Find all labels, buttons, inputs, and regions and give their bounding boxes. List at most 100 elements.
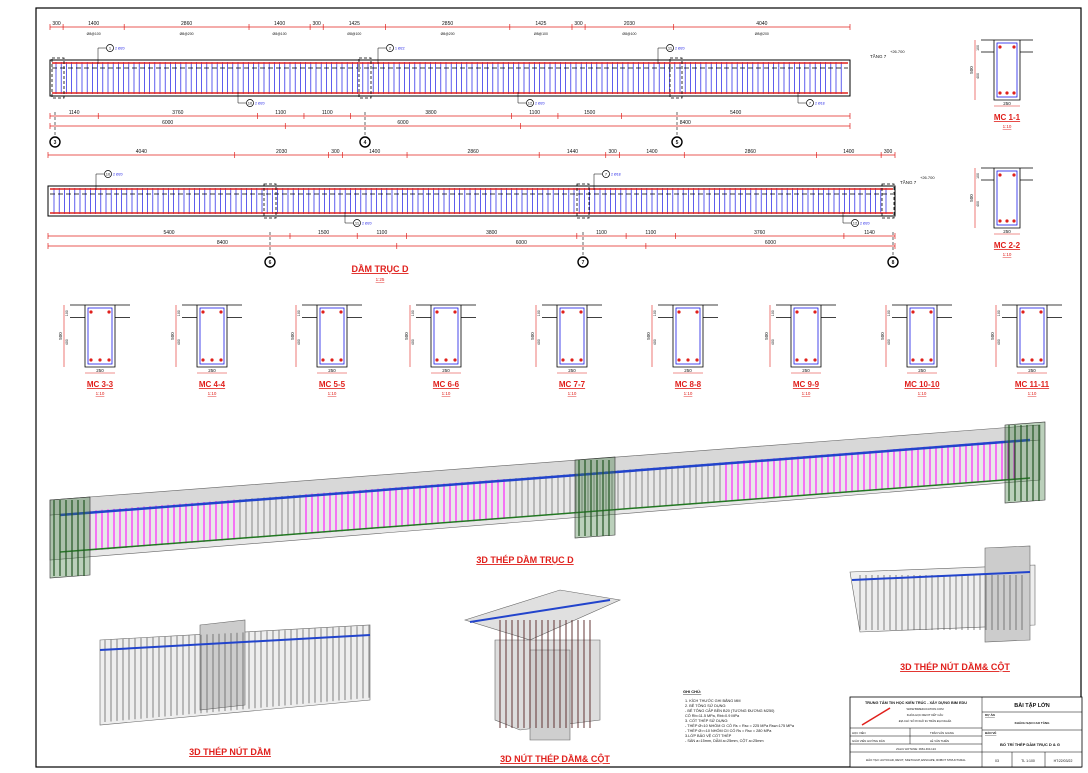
- rebar-spec: 2 Ø20: [362, 222, 372, 226]
- rebar-spec: 2 Ø18: [611, 173, 621, 177]
- dimension-text: 1100: [322, 110, 333, 116]
- section-label: MC 7-7: [559, 380, 586, 389]
- section-web: 400: [653, 339, 657, 345]
- rebar-dot: [1012, 219, 1016, 223]
- dimension-text: 5400: [730, 110, 741, 116]
- section-flange: 100: [771, 310, 775, 316]
- rebar-dot: [911, 310, 915, 314]
- section-height: 500: [404, 332, 409, 340]
- rebar-dot: [677, 310, 681, 314]
- rebar-dot: [1021, 310, 1025, 314]
- section-flange: 100: [653, 310, 657, 316]
- dimension-text: 300: [312, 21, 321, 27]
- rebar-number: 7: [809, 101, 812, 106]
- stirrup-note: Ø8@200: [180, 32, 194, 36]
- beam-outline: [47, 185, 896, 217]
- dimension-text: 6000: [516, 240, 527, 246]
- stirrup: [1019, 307, 1045, 365]
- logo: [861, 707, 891, 726]
- dimension-text: 1100: [275, 110, 286, 116]
- stirrup-note: Ø8@100: [622, 32, 636, 36]
- beam-outline: [49, 59, 851, 97]
- dimension-text: 1140: [69, 110, 80, 116]
- section-outline: [981, 39, 1033, 101]
- section-scale: 1:10: [442, 391, 451, 396]
- rebar-dot: [813, 310, 817, 314]
- stirrup-note: Ø8@100: [273, 32, 287, 36]
- dimension-text: 8400: [680, 120, 691, 126]
- section-outline: [70, 304, 130, 368]
- rebar-dot: [804, 358, 808, 362]
- dimension-text: 1100: [376, 230, 387, 236]
- view-title: 3D NÚT THÉP DẦM& CỘT: [500, 753, 610, 764]
- section-outline: [1002, 304, 1062, 368]
- note-line: 1. KÍCH THƯỚC GHI BẰNG MM: [685, 698, 741, 703]
- rebar-dot: [453, 358, 457, 362]
- rebar-dot: [695, 358, 699, 362]
- rebar-dot: [321, 358, 325, 362]
- stirrup-note: Ø8@100: [534, 32, 548, 36]
- rebar-dot: [998, 45, 1002, 49]
- dimension-text: 3800: [425, 110, 436, 116]
- rebar-dot: [89, 310, 93, 314]
- section-scale: 1:10: [1028, 391, 1037, 396]
- dimension-text: 1425: [535, 21, 546, 27]
- rebar-dot: [570, 358, 574, 362]
- section-width: 250: [1003, 229, 1011, 234]
- section-scale: 1:10: [684, 391, 693, 396]
- notes: GHI CHÚ:1. KÍCH THƯỚC GHI BẰNG MM2. BÊ T…: [683, 689, 795, 743]
- dimension-text: 1100: [645, 230, 656, 236]
- rebar-tag-icon: [602, 170, 610, 178]
- section-web: 400: [887, 339, 891, 345]
- rebar-number: 12: [853, 221, 858, 226]
- axis-marker-icon: [264, 256, 276, 268]
- rebar-tag-icon: [851, 219, 859, 227]
- rebar-dot: [998, 173, 1002, 177]
- section-web: 400: [537, 339, 541, 345]
- rebar-spec: 2 Ø20: [860, 222, 870, 226]
- rebar-dot: [339, 310, 343, 314]
- section-label: MC 8-8: [675, 380, 702, 389]
- dimension-text: 300: [574, 21, 583, 27]
- rebar-dot: [201, 310, 205, 314]
- section-web: 400: [65, 339, 69, 345]
- rebar-dot: [330, 358, 334, 362]
- rebar-dot: [219, 358, 223, 362]
- rebar-number: 10: [106, 172, 111, 177]
- footer: ĐÀO TẠO: AUTOCAD, REVIT, SKETCHUP, ENSCA…: [866, 758, 966, 762]
- section-flange: 100: [997, 310, 1001, 316]
- section-label: MC 3-3: [87, 380, 114, 389]
- rebar-dot: [686, 358, 690, 362]
- stirrup-note: Ø8@200: [755, 32, 769, 36]
- title-block: TRUNG TÂM TIN HỌC KIẾN TRÚC - XÂY DỰNG B…: [849, 696, 1083, 768]
- axis-marker-icon: [49, 136, 61, 148]
- rebar-dot: [677, 358, 681, 362]
- rebar-dot: [435, 310, 439, 314]
- column-outline: [358, 57, 372, 99]
- view-3d-corner-joint: [849, 545, 1036, 643]
- axis-marker-icon: [671, 136, 683, 148]
- teacher-name: LÊ VĂN THIÊN: [930, 738, 949, 743]
- rebar-dot: [579, 310, 583, 314]
- rebar-dot: [107, 358, 111, 362]
- section-outline: [776, 304, 836, 368]
- section-flange: 100: [297, 310, 301, 316]
- section-scale: 1:10: [1003, 252, 1012, 257]
- rebar-dot: [813, 358, 817, 362]
- org-course: KHÓA HỌC REVIT KẾT CẤU: [907, 712, 944, 717]
- rebar-tag-icon: [806, 99, 814, 107]
- section-width: 250: [208, 368, 216, 373]
- rebar-dot: [453, 310, 457, 314]
- section-scale: 1:10: [96, 391, 105, 396]
- dimension-text: 3800: [486, 230, 497, 236]
- axis-label: 3: [54, 140, 57, 146]
- rebar-dot: [1005, 91, 1009, 95]
- rebar-dot: [1012, 45, 1016, 49]
- dimension-text: 2030: [624, 21, 635, 27]
- rebar-dot: [695, 310, 699, 314]
- rebar-dot: [201, 358, 205, 362]
- rebar-spec: 2 Ø20: [675, 47, 685, 51]
- beam-scale: 1:25: [376, 277, 385, 282]
